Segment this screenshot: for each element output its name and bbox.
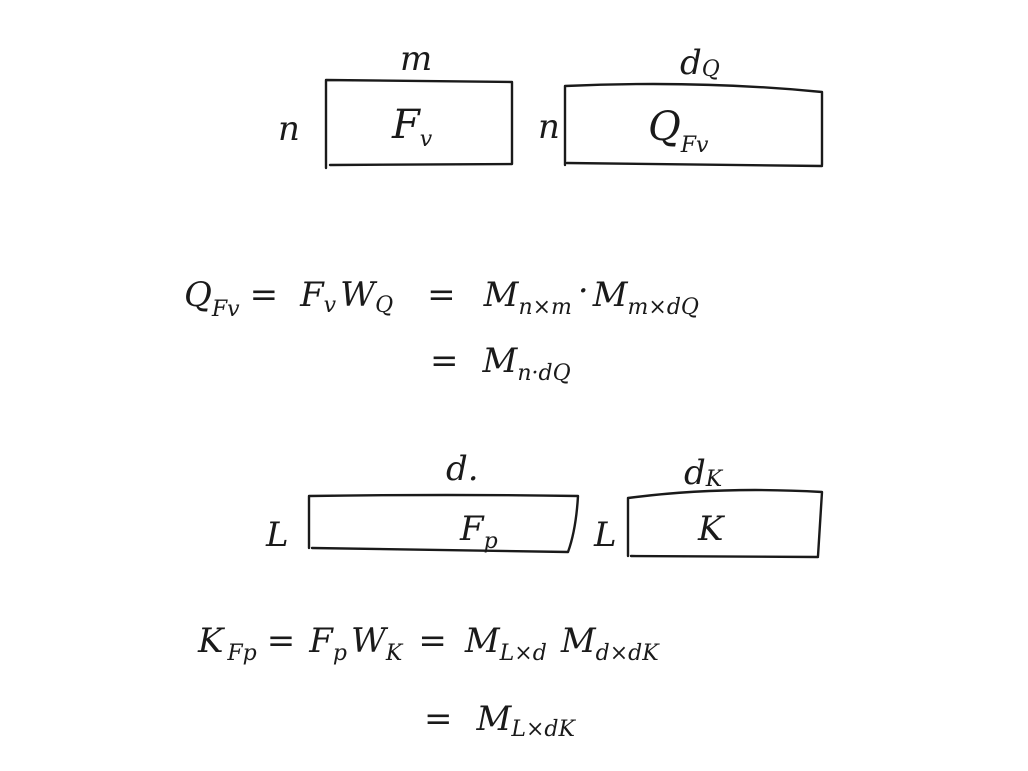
box-qfv-outline xyxy=(563,82,824,168)
box-qfv-name: QFv xyxy=(648,104,709,158)
matrix-box-qfv: dQ n QFv xyxy=(538,43,824,168)
box-fv-height-label: n xyxy=(278,109,300,149)
box-qfv-width-label: dQ xyxy=(680,43,720,83)
box-fp-height-label: L xyxy=(265,515,289,555)
matrix-box-fv: m n Fv xyxy=(278,39,514,170)
box-fv-outline xyxy=(324,78,514,170)
box-fp-width-label: d. xyxy=(446,449,479,489)
box-fp-name: Fp xyxy=(459,509,498,554)
box-k-width-label: dK xyxy=(684,453,724,493)
box-k-outline xyxy=(626,488,824,559)
box-fp-outline xyxy=(307,493,580,554)
box-fv-width-label: m xyxy=(400,39,432,79)
box-k-name: K xyxy=(697,509,726,549)
box-fv-name: Fv xyxy=(391,102,433,152)
equation-1-line-2: =Mn·dQ xyxy=(430,341,571,386)
equation-2-line-2: =ML×dK xyxy=(424,699,576,742)
matrix-box-fp: d. L Fp xyxy=(265,449,580,555)
box-qfv-height-label: n xyxy=(538,107,560,147)
box-k-height-label: L xyxy=(593,515,617,555)
matrix-box-k: dK L K xyxy=(593,453,824,559)
